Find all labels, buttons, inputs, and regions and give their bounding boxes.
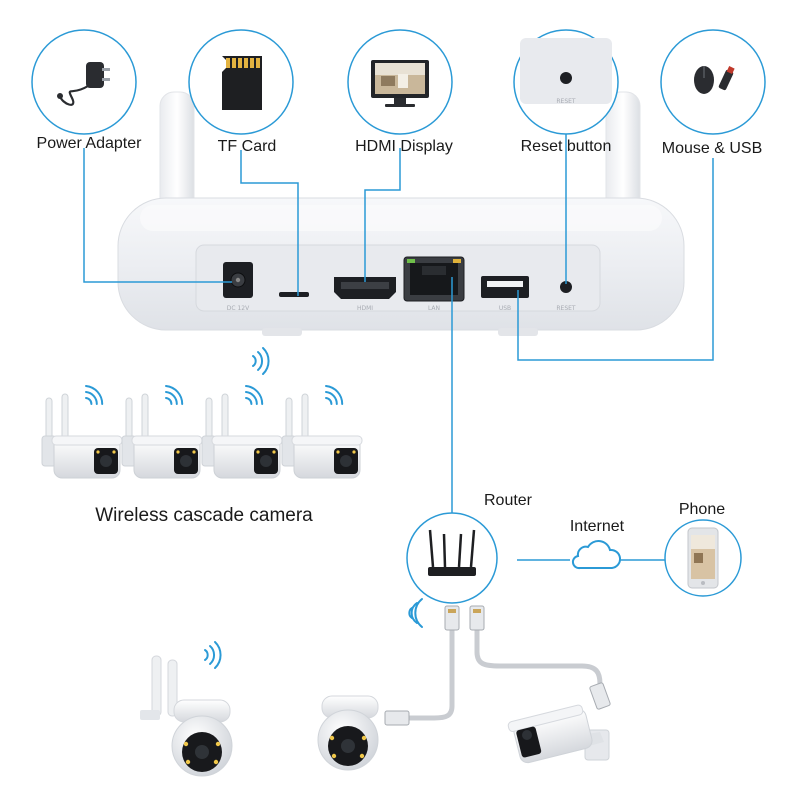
usb-stick-icon — [718, 66, 735, 91]
wireless-bullet-camera — [41, 385, 123, 479]
dc-power-port: DC 12V — [223, 262, 253, 312]
usb-port-label: USB — [499, 305, 511, 312]
power-adapter-label: Power Adapter — [37, 135, 143, 152]
tf-connector-line — [240, 150, 299, 296]
rj45-plug-dome — [384, 710, 410, 726]
hdmi-port: HDMI — [334, 277, 396, 312]
connector-lines — [83, 133, 714, 561]
mouse-usb-label: Mouse & USB — [662, 140, 762, 157]
cloud-icon — [571, 540, 621, 570]
router-label: Router — [484, 492, 533, 509]
power-adapter-icon — [57, 62, 110, 106]
dc-port-label: DC 12V — [227, 305, 250, 312]
rj45-plug-bullet — [589, 682, 611, 710]
wireless-ptz-camera — [140, 655, 233, 777]
power-connector-line — [83, 148, 232, 283]
reset-zoom-hole-icon — [560, 72, 572, 84]
rj45-plug-left — [444, 605, 460, 631]
reset-button-label: Reset button — [521, 138, 612, 155]
tf-card-label: TF Card — [218, 138, 277, 155]
camera-wifi-icon — [245, 385, 264, 405]
power-adapter-callout — [31, 29, 137, 135]
camera-wifi-icon — [85, 385, 104, 405]
wireless-cameras-label: Wireless cascade camera — [95, 505, 313, 526]
router-icon — [428, 529, 476, 576]
ptz-wifi-icon — [204, 641, 222, 669]
reset-hole: RESET — [556, 281, 576, 312]
wireless-camera-row — [41, 385, 363, 479]
mouse-usb-callout — [660, 29, 766, 135]
tf-card-icon — [222, 56, 262, 110]
wired-camera-cables — [393, 625, 603, 721]
reset-zoom-label: RESET — [556, 98, 576, 105]
rj45-plug-right — [469, 605, 485, 631]
tf-card-callout — [188, 29, 294, 135]
phone-icon — [687, 527, 719, 589]
hdmi-display-callout — [347, 29, 453, 135]
nvr-device: DC 12V HDMI LAN USB RESET — [117, 91, 685, 336]
lan-port: LAN — [403, 256, 465, 312]
camera-wifi-icon — [325, 385, 344, 405]
reset-zoom-panel — [520, 38, 612, 104]
phone-label: Phone — [679, 501, 725, 518]
hdmi-port-label: HDMI — [357, 305, 373, 312]
lan-area-wifi-icon — [408, 598, 423, 628]
callout-labels: Power Adapter TF Card HDMI Display Reset… — [37, 135, 763, 535]
phone-callout — [664, 519, 742, 597]
router-callout — [406, 512, 498, 604]
wireless-bullet-camera — [281, 385, 363, 479]
usb-port: USB — [481, 276, 529, 312]
reset-button-callout: RESET — [513, 29, 619, 135]
internet-label: Internet — [570, 518, 625, 535]
mouse-icon — [694, 66, 714, 94]
tf-card-slot — [279, 292, 309, 297]
hdmi-display-label: HDMI Display — [355, 138, 453, 155]
reset-port-label: RESET — [556, 305, 576, 312]
wired-dome-camera — [317, 695, 379, 771]
lan-port-label: LAN — [428, 305, 440, 312]
device-wifi-icon — [252, 347, 270, 375]
wired-bullet-camera — [507, 704, 610, 764]
back-panel — [195, 244, 601, 312]
hdmi-connector-line — [364, 148, 401, 282]
camera-wifi-icon — [165, 385, 184, 405]
usb-connector-line — [517, 158, 714, 361]
monitor-icon — [371, 60, 429, 107]
wireless-bullet-camera — [121, 385, 203, 479]
wireless-bullet-camera — [201, 385, 283, 479]
